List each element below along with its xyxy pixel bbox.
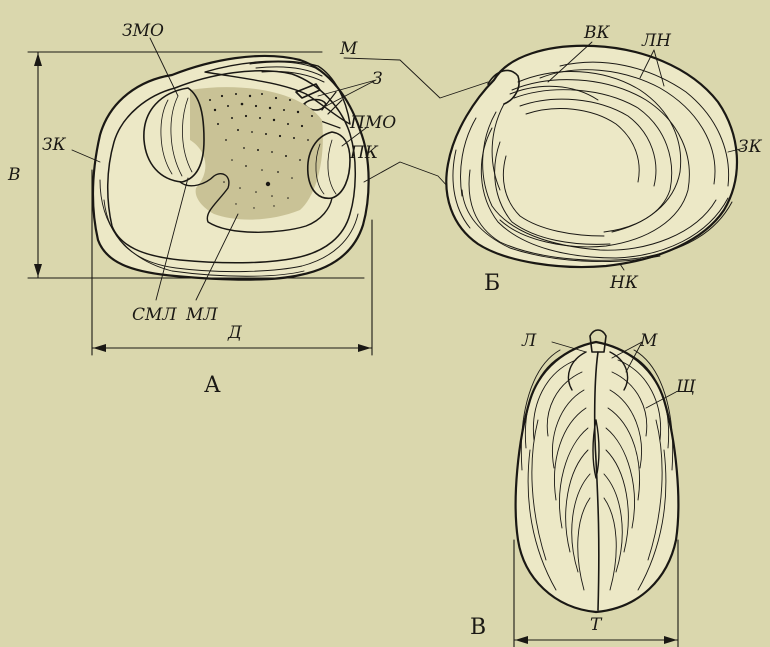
shell-dorsal-view [514, 330, 678, 647]
panel-a-label: А [204, 373, 221, 398]
label-m: М [339, 39, 358, 59]
label-sml: СМЛ [132, 305, 177, 325]
label-zmo: ЗМО [122, 21, 164, 41]
shell-inner-view [28, 38, 488, 355]
label-z: З [372, 69, 383, 89]
label-pmo: ПМО [349, 113, 396, 133]
label-length: Д [227, 323, 243, 343]
label-l: Л [521, 331, 537, 351]
label-pk: ПК [349, 143, 379, 163]
label-vk: ВК [583, 23, 610, 43]
label-zk-a: ЗК [42, 135, 67, 155]
label-sch: Щ [675, 377, 696, 397]
panel-b-label: Б [484, 271, 500, 296]
label-thickness: Т [590, 615, 603, 635]
shell-outer-view [446, 42, 744, 270]
label-ln: ЛН [641, 31, 672, 51]
shell-b-outline [446, 46, 737, 267]
label-nk: НК [609, 273, 639, 293]
label-height: В [7, 165, 21, 185]
label-m-c: М [639, 331, 658, 351]
panel-c-label: В [470, 615, 486, 640]
label-zk-b: ЗК [738, 137, 763, 157]
label-ml: МЛ [185, 305, 218, 325]
